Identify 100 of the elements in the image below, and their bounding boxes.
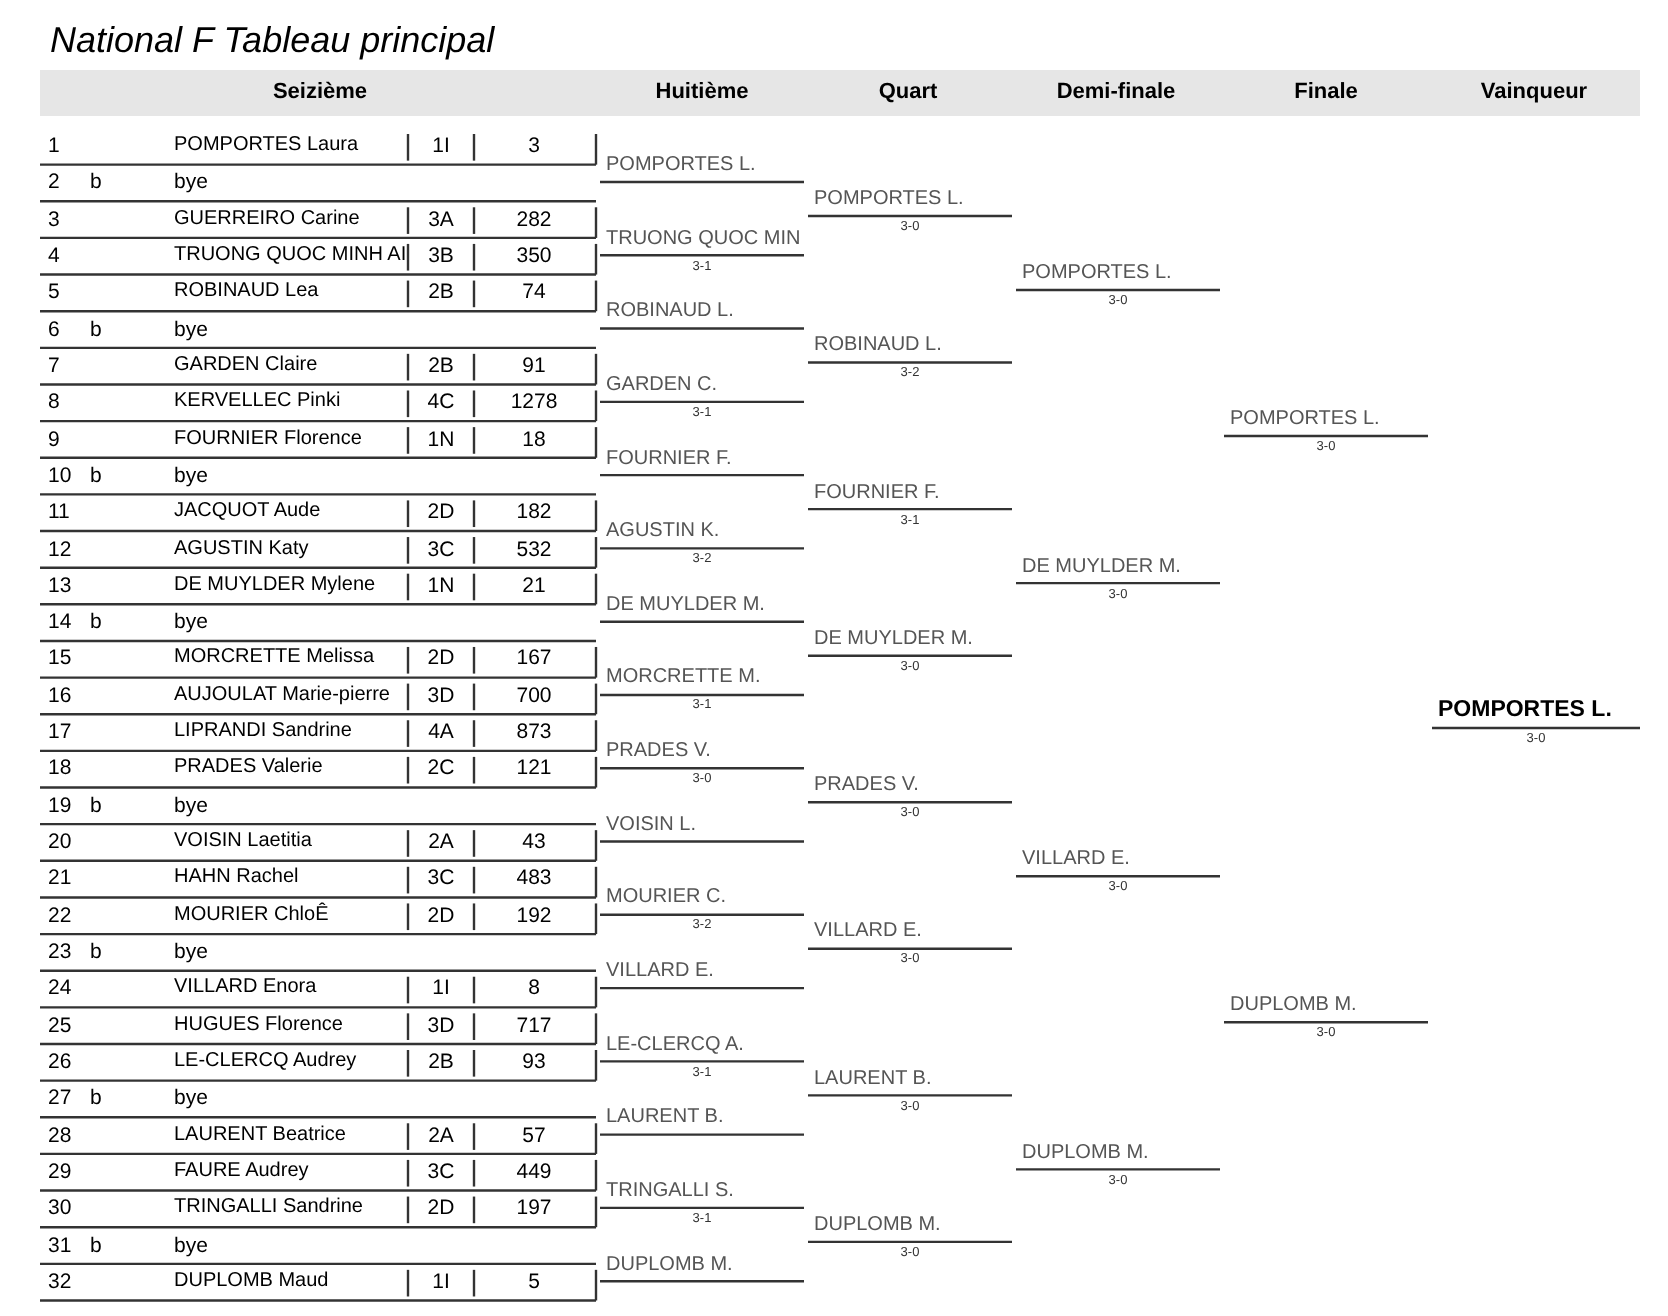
row-number: 11 [48,498,72,529]
row-number: 17 [48,718,74,749]
row-number: 32 [48,1267,74,1298]
row-number: 3 [48,205,62,236]
category: 1N [425,571,457,602]
player-name: ROBINAUD Lea [174,278,321,307]
row-number: 30 [48,1194,74,1225]
category: 3C [425,535,457,566]
bracket-name: LAURENT B. [814,1065,934,1094]
ranking: 1278 [508,388,560,419]
category: 3C [425,864,457,895]
row-number: 27 [48,1084,74,1115]
bye-mark: b [90,791,104,822]
player-name: bye [174,1084,210,1115]
bracket-name: FOURNIER F. [814,479,942,508]
player-name: bye [174,168,210,199]
category: 3D [425,681,457,712]
ranking: 717 [514,1011,554,1042]
row-number: 16 [48,681,74,712]
row-number: 9 [48,425,62,456]
row-number: 24 [48,974,74,1005]
bracket-name: DUPLOMB M. [1230,992,1359,1021]
row-number: 8 [48,388,62,419]
player-name: MORCRETTE Melissa [174,644,377,673]
row-number: 29 [48,1157,74,1188]
player-name: bye [174,938,210,969]
player-name: DUPLOMB Maud [174,1267,331,1296]
bracket-name: LAURENT B. [606,1104,726,1133]
bracket-name: VOISIN L. [606,811,699,840]
player-name: LE-CLERCQ Audrey [174,1048,359,1076]
bracket-name: MORCRETTE M. [606,664,763,693]
bracket-name: VILLARD E. [1022,846,1132,875]
player-name: bye [174,1231,210,1262]
category: 2A [426,828,456,859]
category: 1I [430,132,452,162]
bye-mark: b [90,608,104,639]
category: 2D [425,644,457,675]
bracket-name: DE MUYLDER M. [1022,553,1183,582]
ranking: 43 [520,828,548,859]
player-name: HAHN Rachel [174,864,301,893]
category: 2B [426,278,456,309]
ranking: 182 [514,498,554,529]
row-number: 10 [48,461,74,492]
bracket-name: DUPLOMB M. [1022,1139,1151,1168]
ranking: 121 [514,754,554,785]
row-number: 25 [48,1011,74,1042]
bye-mark: b [90,938,104,969]
row-number: 13 [48,571,74,602]
bracket-name: ROBINAUD L. [814,332,944,361]
player-name: bye [174,461,210,492]
ranking: 532 [514,535,554,566]
column-header: Vainqueur [1478,78,1590,108]
category: 3A [426,205,456,236]
player-name: PRADES Valerie [174,754,325,783]
bracket-name: VILLARD E. [814,918,924,947]
row-number: 7 [48,351,62,382]
category: 2D [425,1194,457,1225]
ranking: 93 [520,1048,548,1078]
bracket-name: DE MUYLDER M. [606,591,767,620]
row-number: 19 [48,791,74,822]
row-number: 2 [48,168,62,199]
row-number: 6 [48,315,62,346]
player-name: POMPORTES Laura [174,132,361,160]
category: 1I [430,974,452,1005]
player-name: TRUONG QUOC MINH AI [174,241,406,270]
bracket-name: DE MUYLDER M. [814,625,975,654]
category: 2B [426,351,456,382]
bracket-name: LE-CLERCQ A. [606,1031,746,1060]
row-number: 26 [48,1048,74,1078]
bracket-name: TRUONG QUOC MIN [606,225,803,254]
bracket-name: POMPORTES L. [814,186,966,214]
ranking: 8 [526,974,542,1005]
player-name: GARDEN Claire [174,351,320,380]
player-name: bye [174,791,210,822]
player-name: LAURENT Beatrice [174,1121,348,1150]
row-number: 1 [48,132,62,162]
row-number: 12 [48,535,74,566]
bracket-name: GARDEN C. [606,371,720,400]
player-name: AUJOULAT Marie-pierre [174,681,392,710]
ranking: 350 [514,241,554,272]
player-name: bye [174,608,210,639]
bracket-name: TRINGALLI S. [606,1177,736,1206]
bracket-name: PRADES V. [606,738,713,767]
player-name: HUGUES Florence [174,1011,345,1040]
player-name: VOISIN Laetitia [174,828,314,857]
category: 1I [430,1267,452,1298]
category: 4A [426,718,456,749]
row-number: 14 [48,608,74,639]
row-number: 22 [48,901,74,932]
ranking: 3 [526,132,542,162]
bracket-name: POMPORTES L. [1022,260,1174,288]
player-name: FAURE Audrey [174,1157,311,1186]
row-number: 31 [48,1231,74,1262]
row-number: 23 [48,938,74,969]
player-name: TRINGALLI Sandrine [174,1194,365,1223]
player-name: MOURIER ChloÊ [174,900,331,930]
bracket-name: FOURNIER F. [606,445,734,474]
bye-mark: b [90,315,104,346]
ranking: 197 [514,1194,554,1225]
category: 2A [426,1121,456,1152]
